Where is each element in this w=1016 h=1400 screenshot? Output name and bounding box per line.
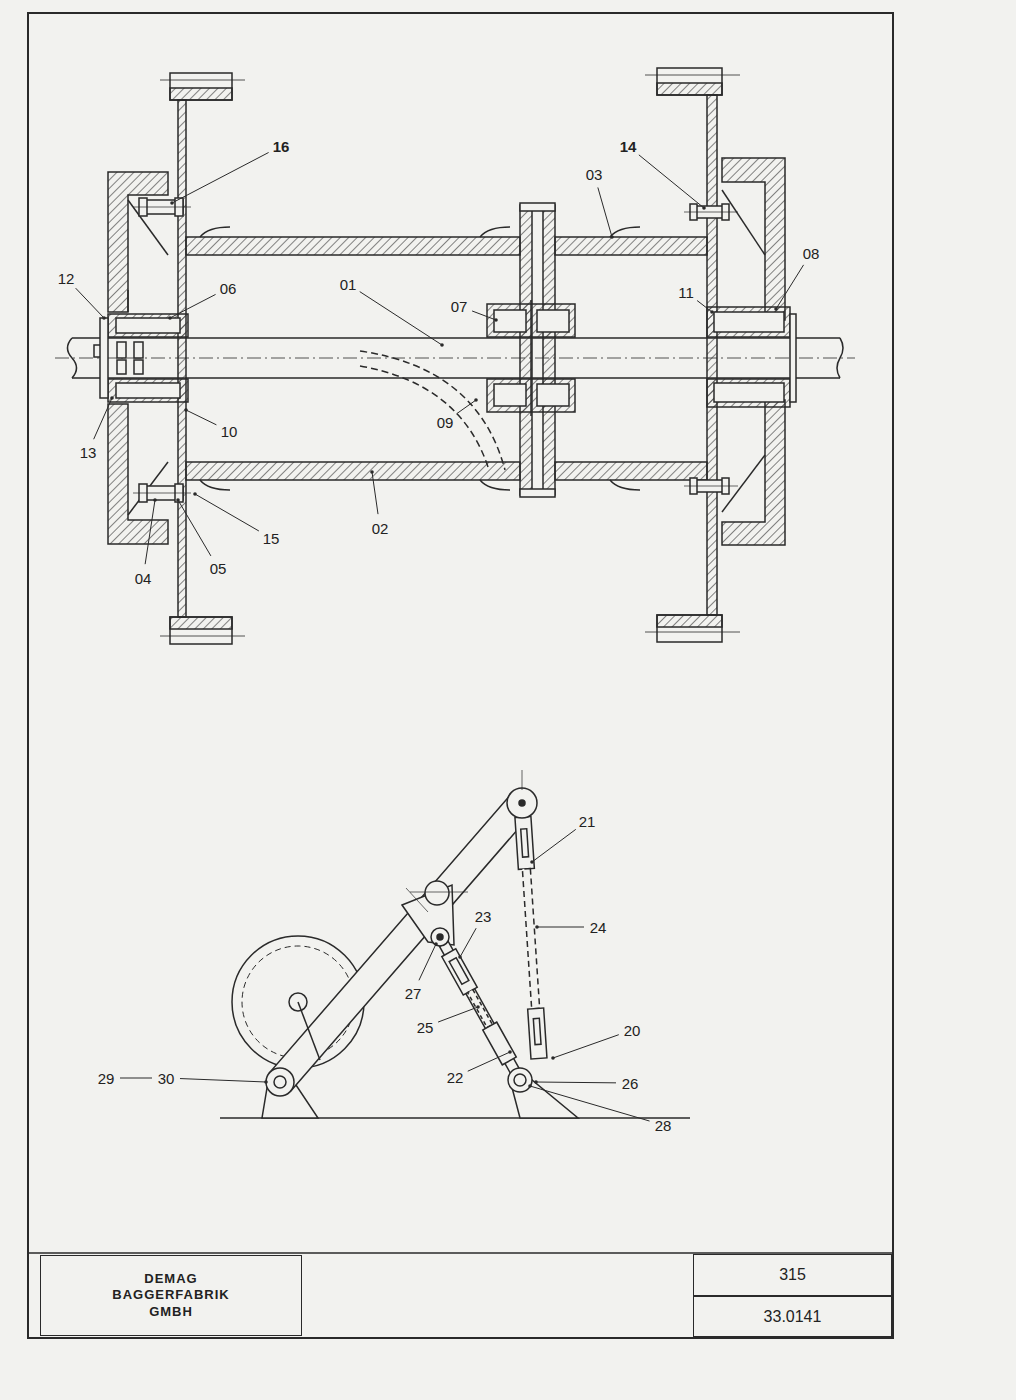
leader-dot bbox=[193, 492, 197, 496]
leader-dot bbox=[153, 498, 157, 502]
callout-number: 20 bbox=[622, 1022, 643, 1039]
leader-line bbox=[120, 1078, 152, 1079]
leader-dot bbox=[774, 307, 778, 311]
leader-line bbox=[456, 400, 476, 414]
leader-line bbox=[76, 288, 104, 318]
callout-number: 07 bbox=[449, 298, 470, 315]
callout-number: 25 bbox=[415, 1019, 436, 1036]
callout-number: 03 bbox=[584, 166, 605, 183]
leader-dot bbox=[102, 316, 106, 320]
leader-line bbox=[372, 472, 378, 514]
leader-line bbox=[532, 829, 576, 862]
leader-line bbox=[172, 152, 269, 203]
callout-number: 12 bbox=[56, 270, 77, 287]
callout-number: 05 bbox=[208, 560, 229, 577]
leader-dot bbox=[110, 396, 114, 400]
leader-line bbox=[536, 1082, 616, 1084]
drawing-number-cell: 33.0141 bbox=[693, 1296, 892, 1337]
callout-number: 15 bbox=[261, 530, 282, 547]
leader-dot bbox=[184, 408, 188, 412]
leader-dot bbox=[440, 343, 444, 347]
leader-dot bbox=[458, 955, 462, 959]
leader-line bbox=[360, 292, 442, 345]
callout-number: 21 bbox=[577, 813, 598, 830]
leader-dot bbox=[170, 201, 174, 205]
leader-line bbox=[145, 500, 155, 564]
leader-dot bbox=[534, 1080, 538, 1084]
leader-dot bbox=[610, 235, 614, 239]
leader-line bbox=[598, 187, 612, 237]
leader-line bbox=[472, 311, 496, 320]
leader-dot bbox=[535, 925, 539, 929]
leader-line bbox=[553, 1035, 619, 1058]
leader-dot bbox=[370, 470, 374, 474]
callout-number: 06 bbox=[218, 280, 239, 297]
leader-line bbox=[697, 301, 712, 312]
leader-line bbox=[460, 928, 476, 957]
callout-number: 27 bbox=[403, 985, 424, 1002]
leader-line bbox=[438, 1007, 478, 1022]
title-text: 33.0141 bbox=[764, 1307, 822, 1327]
callout-number: 13 bbox=[78, 444, 99, 461]
leader-line bbox=[170, 294, 216, 318]
callout-number: 22 bbox=[445, 1069, 466, 1086]
callout-number: 24 bbox=[588, 919, 609, 936]
leader-dot bbox=[476, 1005, 480, 1009]
leader-line bbox=[186, 410, 216, 425]
title-text: DEMAG BAGGERFABRIK GMBH bbox=[101, 1271, 241, 1320]
leader-dot bbox=[494, 318, 498, 322]
leader-line bbox=[776, 265, 804, 309]
title-block-cell: 315 bbox=[693, 1254, 892, 1296]
linkage-sketch bbox=[220, 770, 690, 1118]
leader-lines bbox=[76, 152, 804, 1121]
leader-line bbox=[419, 944, 436, 980]
leader-dot bbox=[434, 942, 438, 946]
leader-dot bbox=[528, 1084, 532, 1088]
leader-line bbox=[468, 1052, 510, 1071]
leader-line bbox=[178, 500, 211, 556]
callout-number: 28 bbox=[653, 1117, 674, 1134]
sheet-frame bbox=[28, 13, 893, 1338]
leader-dot bbox=[168, 316, 172, 320]
callout-number: 02 bbox=[370, 520, 391, 537]
leader-line bbox=[195, 494, 259, 531]
leader-dot bbox=[508, 1050, 512, 1054]
callout-number: 08 bbox=[801, 245, 822, 262]
callout-number: 01 bbox=[338, 276, 359, 293]
callout-number: 09 bbox=[435, 414, 456, 431]
leader-line bbox=[180, 1079, 266, 1082]
leader-dot bbox=[474, 398, 478, 402]
leader-dot bbox=[702, 206, 706, 210]
callout-number: 11 bbox=[676, 284, 696, 301]
callout-number: 23 bbox=[473, 908, 494, 925]
drum-assembly bbox=[55, 68, 855, 644]
leader-dot bbox=[176, 498, 180, 502]
leader-line bbox=[639, 155, 704, 208]
leader-dot bbox=[551, 1056, 555, 1060]
leader-dot bbox=[530, 860, 534, 864]
callout-number: 30 bbox=[156, 1070, 177, 1087]
callout-number: 14 bbox=[618, 138, 639, 155]
leader-line bbox=[94, 398, 112, 439]
leader-line bbox=[537, 927, 584, 928]
leader-dot bbox=[710, 310, 714, 314]
title-block-cell: DEMAG BAGGERFABRIK GMBH bbox=[40, 1255, 302, 1336]
callout-number: 04 bbox=[133, 570, 154, 587]
leader-dot bbox=[264, 1080, 268, 1084]
callout-number: 26 bbox=[620, 1075, 641, 1092]
callout-number: 29 bbox=[96, 1070, 117, 1087]
title-text: 315 bbox=[779, 1265, 806, 1285]
callout-number: 10 bbox=[219, 423, 240, 440]
callout-number: 16 bbox=[271, 138, 292, 155]
